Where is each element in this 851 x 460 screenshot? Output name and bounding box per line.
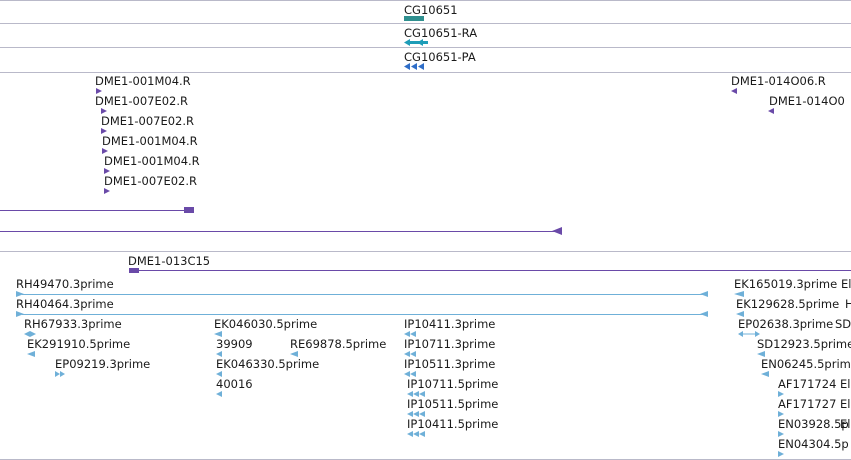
- clone-end-marker[interactable]: [101, 128, 107, 134]
- clone-end-marker[interactable]: [101, 108, 107, 114]
- est-label[interactable]: EK165019.3prime: [734, 277, 838, 291]
- clone-end-marker[interactable]: [104, 188, 110, 194]
- est-label[interactable]: EK046030.5prime: [214, 317, 318, 331]
- est-span[interactable]: [22, 294, 706, 295]
- est-end-marker[interactable]: [778, 411, 784, 417]
- est-label[interactable]: EK291910.5prime: [27, 337, 131, 351]
- est-label[interactable]: IP10411.5prime: [407, 417, 499, 431]
- est-label[interactable]: RE69878.5prime: [290, 337, 387, 351]
- est-end-marker[interactable]: [736, 311, 744, 317]
- est-end-marker[interactable]: [761, 371, 769, 377]
- clone-label[interactable]: DME1-001M04.R: [102, 134, 198, 148]
- est-end-marker[interactable]: [778, 391, 784, 397]
- clone-end-marker[interactable]: [731, 88, 737, 94]
- est-end-marker[interactable]: [16, 311, 24, 317]
- est-end-marker[interactable]: [27, 351, 35, 357]
- est-label[interactable]: IP10711.5prime: [407, 377, 499, 391]
- est-label-clipped[interactable]: SD: [835, 317, 851, 331]
- est-end-marker[interactable]: [55, 371, 65, 377]
- est-label[interactable]: IP10511.5prime: [407, 397, 499, 411]
- gene-label[interactable]: CG10651: [404, 3, 458, 17]
- est-label[interactable]: IP10711.3prime: [404, 337, 496, 351]
- clone-span[interactable]: [0, 231, 556, 232]
- est-label[interactable]: RH49470.3prime: [16, 277, 114, 291]
- est-end-marker[interactable]: [757, 351, 765, 357]
- est-label[interactable]: EP09219.3prime: [55, 357, 151, 371]
- clone-end-marker[interactable]: [184, 207, 194, 213]
- transcript-pa-feature[interactable]: [404, 63, 428, 70]
- est-label-clipped[interactable]: El: [840, 377, 851, 391]
- est-label[interactable]: EK046330.5prime: [216, 357, 320, 371]
- est-end-marker[interactable]: [778, 451, 784, 457]
- est-label-clipped[interactable]: El: [840, 397, 851, 411]
- clone-span[interactable]: [0, 210, 186, 211]
- est-label-clipped[interactable]: El: [841, 277, 851, 291]
- est-label-clipped[interactable]: H: [845, 297, 851, 311]
- track-divider: [0, 0, 851, 1]
- est-end-marker[interactable]: [16, 291, 24, 297]
- est-end-marker[interactable]: [700, 311, 708, 317]
- clone-label[interactable]: DME1-014O0: [769, 94, 845, 108]
- transcript-pa-label[interactable]: CG10651-PA: [404, 50, 476, 64]
- est-label[interactable]: EN04304.5p: [778, 437, 849, 451]
- est-label[interactable]: IP10511.3prime: [404, 357, 496, 371]
- est-label[interactable]: RH40464.3prime: [16, 297, 114, 311]
- est-end-marker[interactable]: [738, 331, 760, 337]
- est-label[interactable]: 40016: [216, 377, 253, 391]
- est-label[interactable]: RH67933.3prime: [24, 317, 122, 331]
- est-end-marker[interactable]: [734, 291, 744, 297]
- track-divider: [0, 47, 851, 48]
- clone-end-marker[interactable]: [96, 88, 102, 94]
- gene-feature[interactable]: [404, 16, 424, 21]
- track-divider: [0, 23, 851, 24]
- est-label[interactable]: EP02638.3prime: [738, 317, 834, 331]
- est-end-marker[interactable]: [290, 351, 298, 357]
- est-label[interactable]: AF171724: [778, 377, 837, 391]
- est-end-marker[interactable]: [216, 351, 222, 357]
- clone-end-marker[interactable]: [102, 148, 108, 154]
- est-span[interactable]: [22, 314, 706, 315]
- est-label[interactable]: 39909: [216, 337, 253, 351]
- est-end-marker[interactable]: [700, 291, 708, 297]
- est-end-marker[interactable]: [24, 331, 36, 337]
- clone-label[interactable]: DME1-001M04.R: [104, 154, 200, 168]
- est-end-marker[interactable]: [407, 431, 425, 437]
- est-label[interactable]: EK129628.5prime: [736, 297, 840, 311]
- clone-end-marker[interactable]: [768, 108, 774, 114]
- clone-label[interactable]: DME1-007E02.R: [101, 114, 195, 128]
- clone-label[interactable]: DME1-014O06.R: [731, 74, 826, 88]
- clone-end-marker[interactable]: [104, 168, 110, 174]
- track-divider: [0, 251, 851, 252]
- clone-label[interactable]: DME1-007E02.R: [95, 94, 189, 108]
- clone-label[interactable]: DME1-007E02.R: [104, 174, 198, 188]
- clone-end-marker[interactable]: [552, 227, 562, 235]
- clone-label[interactable]: DME1-001M04.R: [95, 74, 191, 88]
- clone-end-marker[interactable]: [129, 268, 139, 273]
- est-end-marker[interactable]: [404, 351, 416, 357]
- est-end-marker[interactable]: [407, 391, 425, 397]
- transcript-ra-label[interactable]: CG10651-RA: [404, 26, 478, 40]
- est-end-marker[interactable]: [404, 371, 416, 377]
- est-end-marker[interactable]: [407, 411, 425, 417]
- est-end-marker[interactable]: [216, 371, 222, 377]
- transcript-ra-feature[interactable]: [404, 39, 428, 46]
- long-clone-label[interactable]: DME1-013C15: [128, 254, 211, 268]
- track-divider: [0, 72, 851, 73]
- est-end-marker[interactable]: [216, 391, 222, 397]
- est-label[interactable]: EN03928.5p: [778, 417, 849, 431]
- est-end-marker[interactable]: [214, 331, 222, 337]
- est-end-marker[interactable]: [778, 431, 784, 437]
- est-end-marker[interactable]: [404, 331, 416, 337]
- clone-span[interactable]: [137, 270, 851, 271]
- est-label-clipped[interactable]: El: [840, 417, 851, 431]
- est-label[interactable]: IP10411.3prime: [404, 317, 496, 331]
- est-label[interactable]: EN06245.5prime: [761, 357, 851, 371]
- est-label[interactable]: SD12923.5prime: [757, 337, 851, 351]
- est-label[interactable]: AF171727: [778, 397, 837, 411]
